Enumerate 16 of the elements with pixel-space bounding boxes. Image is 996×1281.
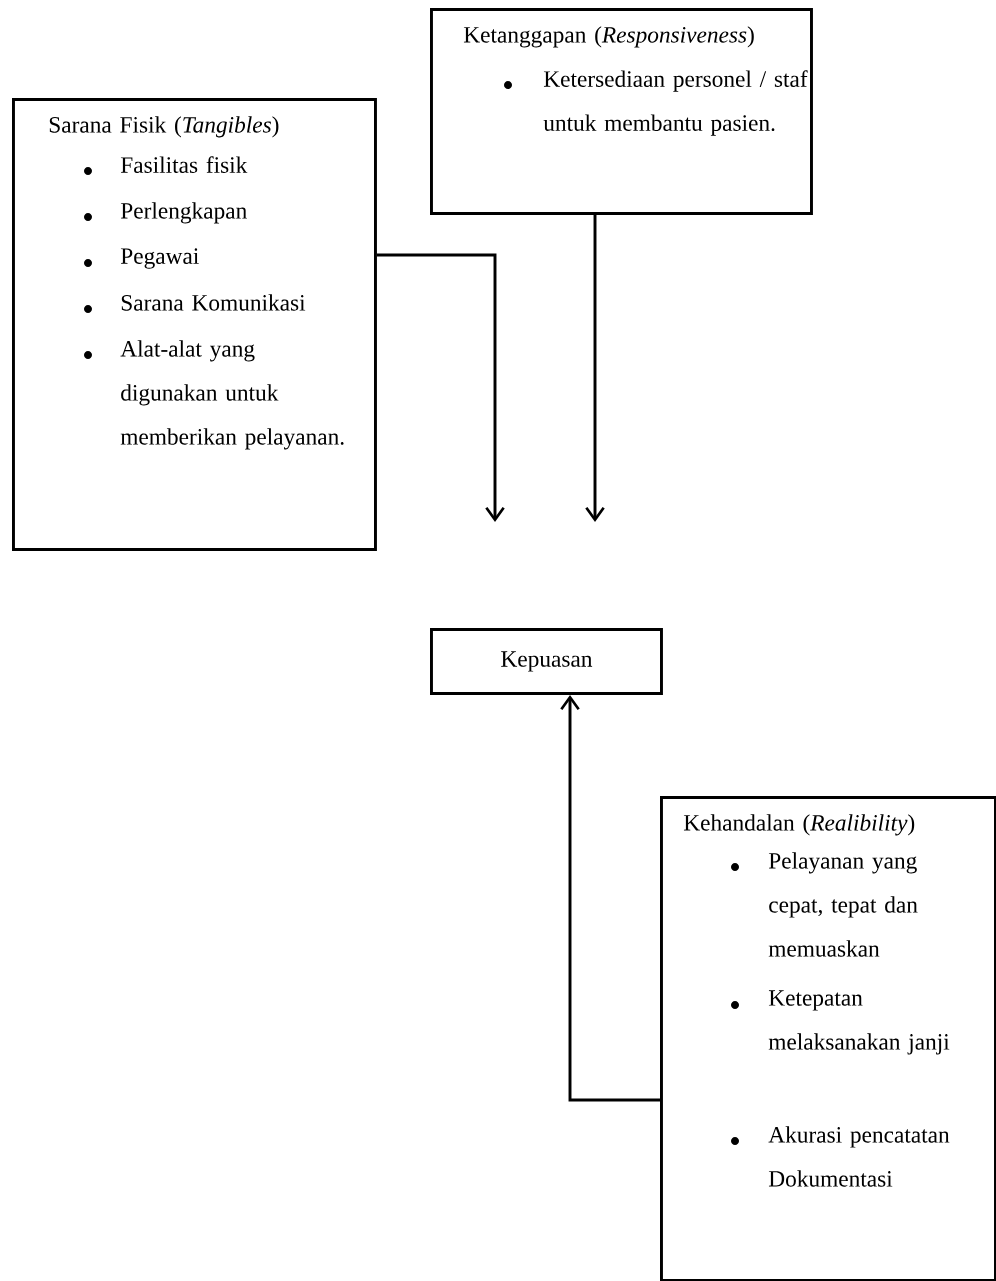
bullet-text: Fasilitas fisik — [120, 156, 248, 173]
bullet-text: Akurasi pencatatan Dokumentasi — [768, 1126, 950, 1187]
heading-text: Sarana Fisik (Tangibles) — [49, 116, 279, 138]
bullet-text: Pelayanan yang cepat, tepat dan memuaskan — [768, 852, 918, 957]
heading-text: Ketanggapan (Responsiveness) — [463, 26, 754, 48]
arrow — [560, 694, 660, 1102]
bullet-text: Ketersediaan personel / staf untuk membantu pasien. — [543, 70, 808, 136]
arrow — [376, 253, 505, 522]
heading-text: Kehandalan (Realibility) — [683, 814, 915, 836]
bullet-text: Pegawai — [120, 248, 199, 269]
arrow — [585, 214, 605, 522]
bullet-text: Sarana Komunikasi — [121, 294, 306, 311]
text-box: Kepuasan — [430, 628, 663, 695]
bullet-text: Ketepatan melaksanakan janji — [768, 990, 950, 1055]
bullet-text: Alat-alat yang digunakan untuk memberikan pelayanan. — [120, 340, 344, 450]
bullet-text: Perlengkapan — [120, 202, 247, 224]
